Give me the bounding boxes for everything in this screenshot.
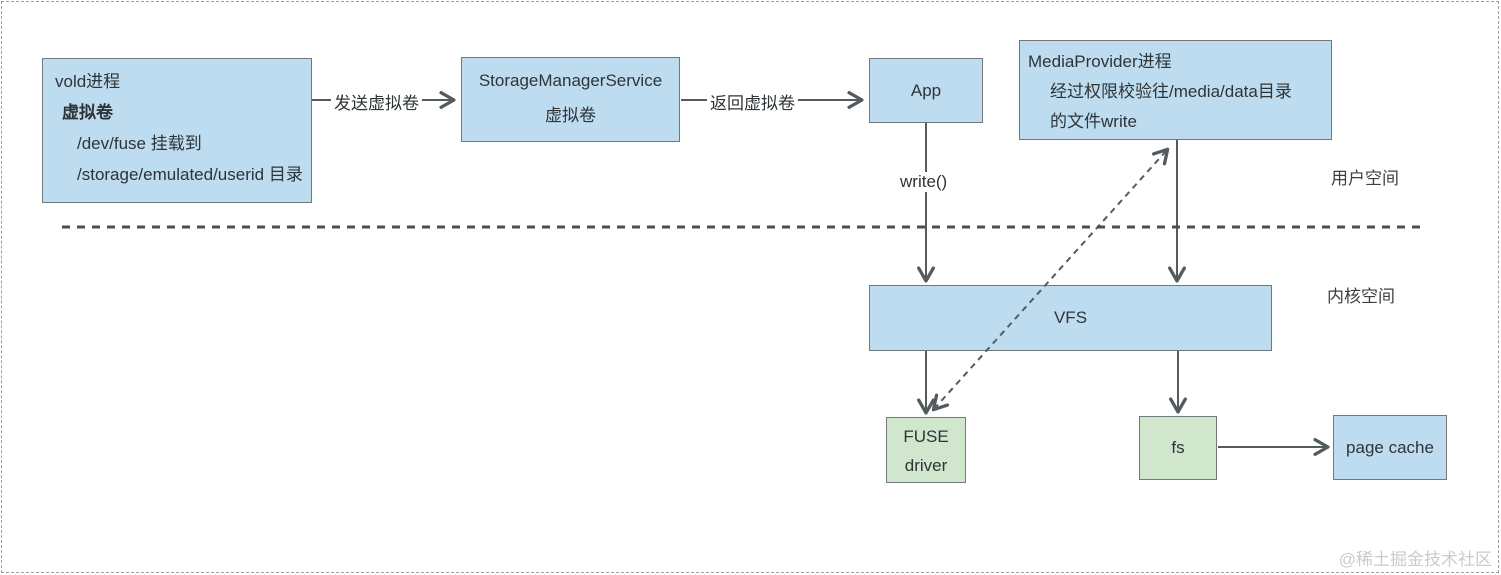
mp-write-line: 的文件write xyxy=(1050,112,1137,131)
page-cache-label: page cache xyxy=(1346,437,1434,457)
node-fs: fs xyxy=(1139,416,1217,480)
node-fuse-driver: FUSE driver xyxy=(886,417,966,483)
node-app: App xyxy=(869,58,983,123)
mp-title: MediaProvider进程 xyxy=(1028,52,1172,71)
node-vold-process: vold进程 虚拟卷 /dev/fuse 挂载到 /storage/emulat… xyxy=(42,58,312,203)
label-return-virtual-volume: 返回虚拟卷 xyxy=(707,89,798,114)
node-storage-manager-service: StorageManagerService 虚拟卷 xyxy=(461,57,680,142)
vold-title: vold进程 xyxy=(55,72,121,91)
label-send-virtual-volume: 发送虚拟卷 xyxy=(331,89,422,114)
node-page-cache: page cache xyxy=(1333,415,1447,480)
fuse-line2: driver xyxy=(904,456,948,475)
label-kernel-space: 内核空间 xyxy=(1327,287,1395,306)
vfs-label: VFS xyxy=(1053,308,1088,327)
node-vfs: VFS xyxy=(869,285,1272,351)
sms-title: StorageManagerService xyxy=(478,71,663,90)
vold-storage-path: /storage/emulated/userid 目录 xyxy=(77,165,303,184)
node-media-provider-process: MediaProvider进程 经过权限校验往/media/data目录 的文件… xyxy=(1019,40,1332,140)
vold-virtual-volume: 虚拟卷 xyxy=(62,103,113,122)
vold-mount-line: /dev/fuse 挂载到 xyxy=(77,134,202,153)
fs-label: fs xyxy=(1171,438,1185,457)
sms-virtual-volume: 虚拟卷 xyxy=(545,106,596,125)
label-write-call: write() xyxy=(897,172,951,192)
mp-perm-line: 经过权限校验往/media/data目录 xyxy=(1050,82,1292,101)
dashed-arrow-fuse-to-mediaprovider xyxy=(931,147,1170,412)
watermark-juejin: @稀土掘金技术社区 xyxy=(1338,550,1492,569)
app-label: App xyxy=(910,80,942,100)
fuse-line1: FUSE xyxy=(903,427,949,446)
label-user-space: 用户空间 xyxy=(1331,169,1399,188)
